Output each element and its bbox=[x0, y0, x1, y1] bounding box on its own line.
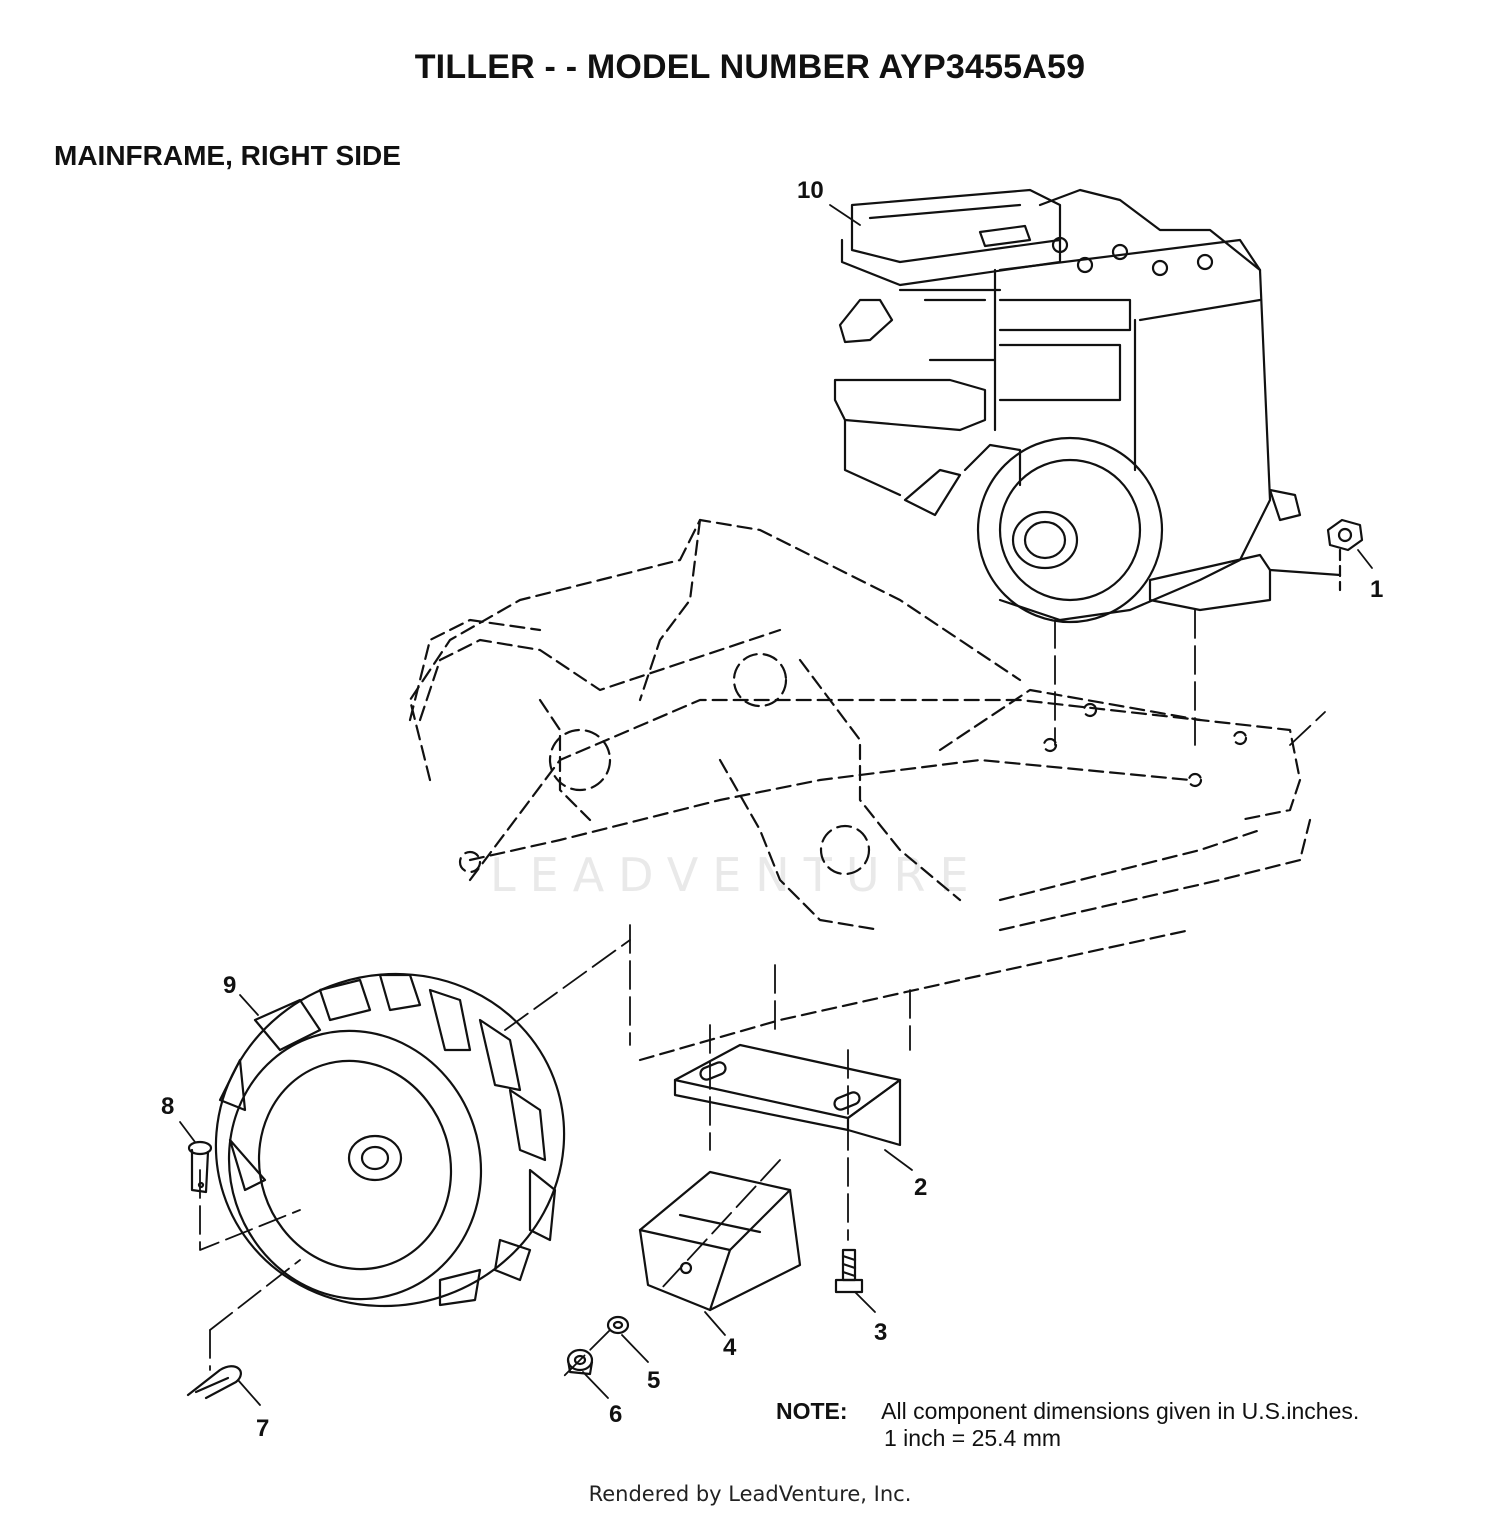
callout-5: 5 bbox=[647, 1367, 660, 1394]
page-title: TILLER - - MODEL NUMBER AYP3455A59 bbox=[414, 48, 1086, 86]
bolt-part-3[interactable] bbox=[834, 1248, 864, 1294]
lock-washer-part-5[interactable] bbox=[606, 1315, 630, 1335]
clevis-pin-part-8[interactable] bbox=[187, 1140, 213, 1194]
hairpin-clip-part-7[interactable] bbox=[186, 1365, 242, 1400]
callout-2: 2 bbox=[914, 1174, 927, 1201]
footer-credit: Rendered by LeadVenture, Inc. bbox=[588, 1482, 912, 1506]
assembly-leaders bbox=[199, 609, 1326, 1381]
engine-part-10[interactable] bbox=[833, 188, 1342, 624]
note-text-line1: All component dimensions given in U.S.in… bbox=[881, 1398, 1360, 1424]
dimension-note: NOTE: All component dimensions given in … bbox=[776, 1398, 1359, 1452]
callout-6: 6 bbox=[609, 1401, 622, 1428]
callout-leaders bbox=[179, 204, 1373, 1406]
note-text-line2: 1 inch = 25.4 mm bbox=[884, 1425, 1062, 1451]
note-label: NOTE: bbox=[776, 1398, 848, 1424]
mainframe-phantom bbox=[408, 518, 1312, 1062]
wheel-tire-part-9[interactable] bbox=[173, 929, 608, 1351]
callout-8: 8 bbox=[161, 1093, 174, 1120]
section-title: MAINFRAME, RIGHT SIDE bbox=[54, 140, 401, 171]
callout-4: 4 bbox=[723, 1334, 737, 1361]
watermark: LEADVENTURE bbox=[490, 848, 983, 902]
bracket-part-2[interactable] bbox=[673, 1043, 902, 1147]
callout-10: 10 bbox=[797, 177, 824, 204]
callout-9: 9 bbox=[223, 972, 236, 999]
flange-nut-part-1[interactable] bbox=[1326, 518, 1364, 592]
block-part-4[interactable] bbox=[638, 1170, 802, 1312]
nut-part-6[interactable] bbox=[566, 1348, 594, 1376]
callout-1: 1 bbox=[1370, 576, 1383, 603]
callout-7: 7 bbox=[256, 1415, 269, 1442]
callout-3: 3 bbox=[874, 1319, 887, 1346]
